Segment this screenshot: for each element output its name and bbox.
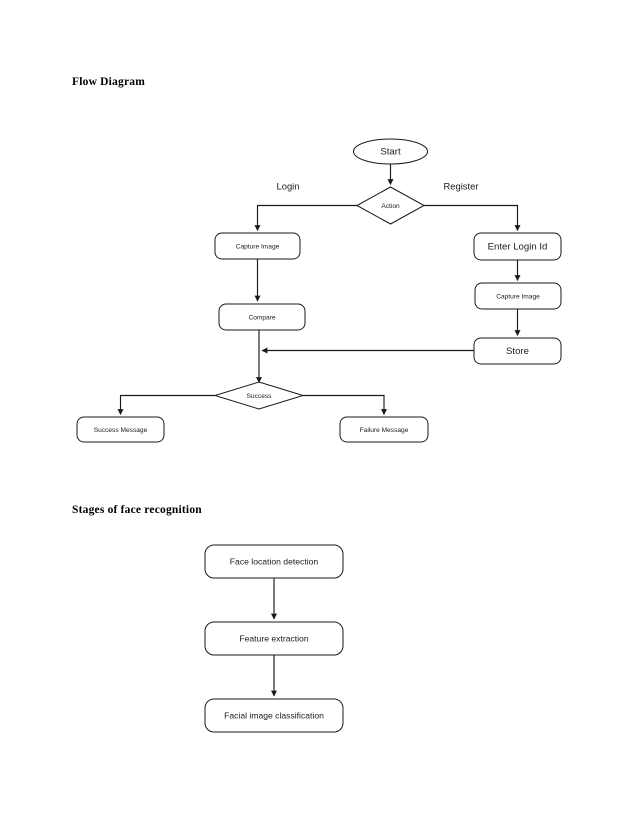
node-compare-label: Compare — [248, 314, 275, 321]
edge-label-register: Register — [444, 180, 479, 191]
node-failure-message-label: Failure Message — [360, 427, 409, 434]
node-compare: Compare — [218, 303, 306, 331]
node-action-label: Action — [381, 203, 400, 210]
node-success: Success — [213, 381, 305, 410]
edge-success-to-success-message — [117, 394, 215, 416]
node-face-location-detection-label: Face location detection — [230, 556, 319, 566]
node-success-message-label: Success Message — [94, 427, 148, 434]
node-store: Store — [473, 337, 562, 365]
node-store-label: Store — [506, 346, 529, 357]
page-title-stages-of-face-recognition: Stages of face recognition — [72, 504, 202, 516]
node-enter-login-id: Enter Login Id — [473, 232, 562, 261]
node-enter-login-id-label: Enter Login Id — [488, 242, 548, 253]
node-feature-extraction-label: Feature extraction — [239, 633, 308, 643]
stages-diagram: Face location detection Feature extracti… — [204, 544, 344, 733]
edge-success-to-failure-message — [303, 394, 387, 416]
node-action: Action — [355, 186, 426, 225]
node-capture-image-register-label: Capture Image — [496, 293, 540, 300]
node-face-location-detection: Face location detection — [204, 544, 344, 579]
edge-label-login: Login — [277, 180, 300, 191]
node-start-label: Start — [380, 147, 401, 158]
node-start: Start — [353, 138, 428, 165]
node-capture-image-login-label: Capture Image — [236, 243, 280, 250]
node-facial-image-classification: Facial image classification — [204, 698, 344, 733]
node-capture-image-register: Capture Image — [474, 282, 562, 310]
node-capture-image-login: Capture Image — [214, 232, 301, 260]
node-feature-extraction: Feature extraction — [204, 621, 344, 656]
flow-diagram: Start Action Login Register Capture Imag… — [76, 138, 562, 443]
edge-action-to-capture-image-login — [254, 204, 357, 232]
edge-action-to-enter-login-id — [424, 204, 521, 232]
node-facial-image-classification-label: Facial image classification — [224, 710, 324, 720]
page-title-flow-diagram: Flow Diagram — [72, 76, 145, 88]
node-success-label: Success — [247, 393, 273, 400]
node-failure-message: Failure Message — [339, 416, 429, 443]
node-success-message: Success Message — [76, 416, 165, 443]
